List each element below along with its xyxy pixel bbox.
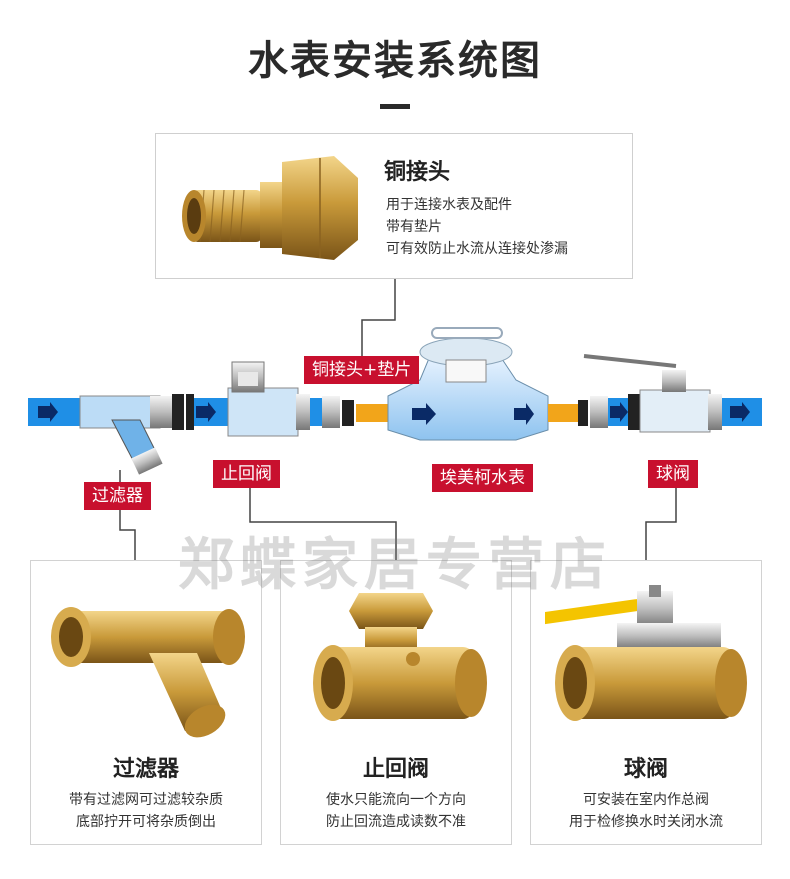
card-filter-title: 过滤器 [112,757,179,782]
copper-joint-title: 铜接头 [384,160,451,185]
flow-arrow-end [730,402,750,422]
card-filter-desc-1: 带有过滤网可过滤较杂质 [69,792,223,808]
card-ball-valve-desc-2: 用于检修换水时关闭水流 [569,814,723,830]
copper-joint-desc-2: 带有垫片 [386,219,442,235]
card-filter-desc-2: 底部拧开可将杂质倒出 [76,814,216,830]
label-copper-joint-gasket: 铜接头+垫片 [304,356,420,384]
filter-image [51,607,245,738]
ball-valve-handle [583,354,677,368]
flow-arrow-meter [412,403,436,425]
card-check-valve-desc-2: 防止回流造成读数不准 [326,814,466,830]
ball-valve-body [639,389,711,433]
copper-joint-desc-3: 可有效防止水流从连接处渗漏 [386,241,568,257]
copper-joint-image [182,156,358,260]
label-ball-valve: 球阀 [648,460,698,488]
flow-arrow-1 [38,402,58,422]
card-ball-valve: 球阀 可安装在室内作总阀 用于检修换水时关闭水流 [530,560,762,845]
copper-joint-desc-1: 用于连接水表及配件 [386,197,512,213]
label-water-meter: 埃美柯水表 [432,464,533,492]
card-check-valve-desc-1: 使水只能流向一个方向 [326,792,466,808]
page-title: 水表安装系统图 [248,38,542,84]
label-filter: 过滤器 [84,482,151,510]
card-ball-valve-title: 球阀 [623,757,668,782]
label-check-valve: 止回阀 [213,460,280,488]
card-filter: 过滤器 带有过滤网可过滤较杂质 底部拧开可将杂质倒出 [30,560,262,845]
check-valve-body [227,387,299,437]
check-valve-image [313,593,487,721]
gasket-right [548,404,578,422]
filter-body [150,396,172,428]
card-check-valve: 止回阀 使水只能流向一个方向 防止回流造成读数不准 [280,560,512,845]
connector-copper-joint [361,279,396,370]
title-underline [380,104,410,109]
card-check-valve-title: 止回阀 [362,757,429,782]
copper-joint-box: 铜接头 用于连接水表及配件 带有垫片 可有效防止水流从连接处渗漏 [155,133,633,279]
ball-valve-image [545,585,747,721]
gasket-left [356,404,388,422]
flow-arrow-2 [196,402,216,422]
connector-ball-valve [645,480,677,560]
store-watermark: 郑蝶家居专营店 [178,533,612,598]
card-ball-valve-desc-1: 可安装在室内作总阀 [583,792,709,808]
connector-check-valve [249,480,397,560]
